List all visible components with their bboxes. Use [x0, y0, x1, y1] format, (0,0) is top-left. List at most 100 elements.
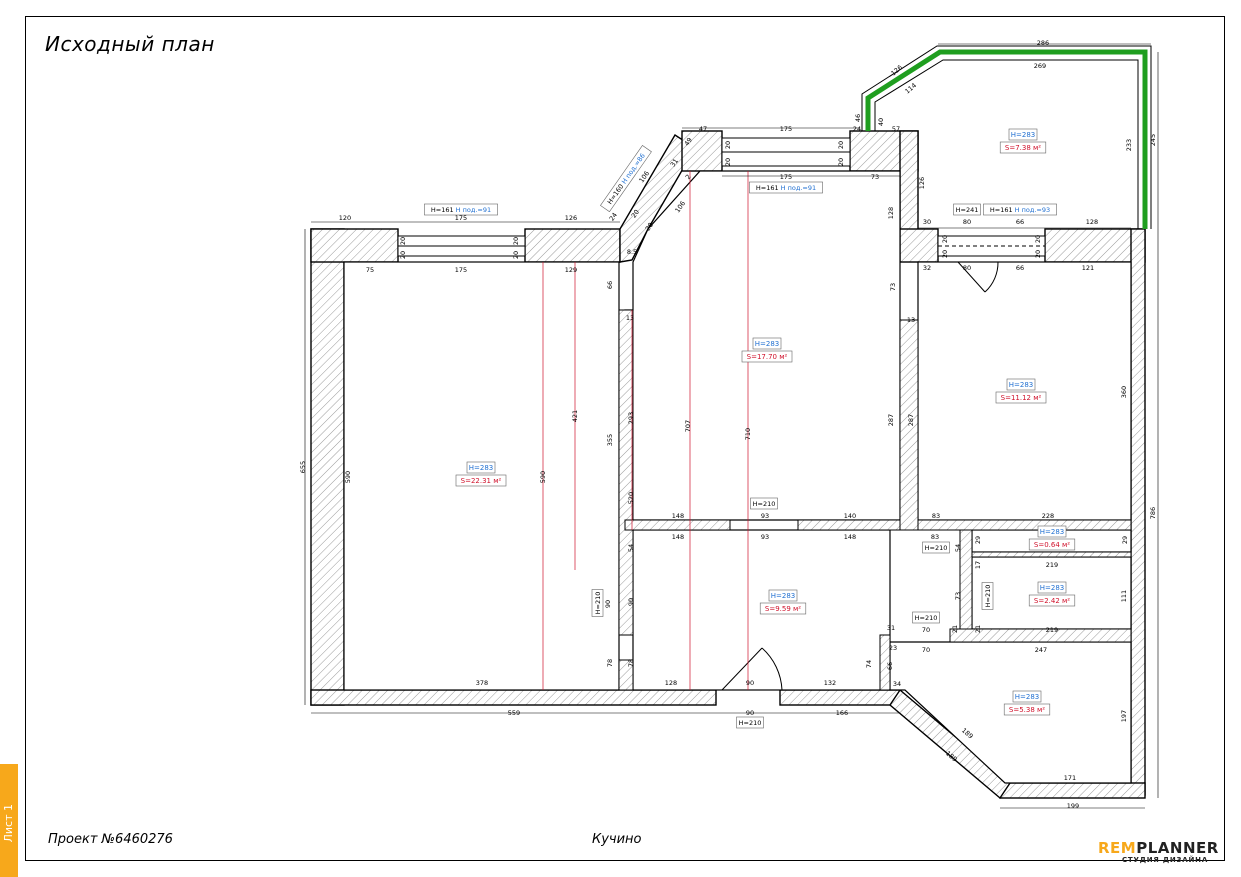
partition-bed-bottom	[917, 519, 1132, 531]
dimension-label: 75	[366, 266, 374, 274]
dimension-label: 140	[844, 512, 856, 520]
wall-right-top-b	[1044, 228, 1146, 263]
dimension-label: 20	[941, 250, 949, 258]
dimension-label: 66	[1016, 218, 1024, 226]
brand-logo: REMPLANNER СТУДИЯ ДИЗАЙНА	[1098, 840, 1219, 864]
wall-right-top-a	[899, 228, 939, 263]
dimension-label: 421	[571, 410, 579, 422]
dimension-label: 31	[669, 157, 680, 168]
dimension-label: 93	[761, 512, 769, 520]
door-bedroom-arc	[984, 261, 999, 293]
room-area-label-box	[995, 391, 1047, 404]
dimension-label: 559	[508, 709, 520, 717]
dimension-label: 175	[455, 266, 467, 274]
opening-label: H=210	[591, 589, 604, 617]
dimension-label: 31	[887, 624, 895, 632]
opening-label-text: H=210	[753, 500, 776, 508]
partitions	[618, 309, 1132, 691]
dimension-label: 40	[877, 118, 885, 126]
dimension-label: 228	[1042, 512, 1054, 520]
wall-right	[1130, 228, 1146, 796]
dimension-label: 148	[672, 512, 684, 520]
dimension-label: 128	[665, 679, 677, 687]
opening-label: H=161 H под.=91	[749, 181, 823, 194]
opening-label-box	[736, 716, 764, 729]
dimension-label: 710	[744, 428, 752, 440]
room-area-label-box	[741, 350, 793, 363]
dimension-label: 128	[887, 207, 895, 219]
room-height-label: H=283	[1015, 693, 1040, 701]
dimension-label: 132	[824, 679, 836, 687]
dimension-label: 360	[1120, 386, 1128, 398]
room-area-label: S=9.59 м²	[765, 605, 801, 613]
dimension-label: 171	[1064, 774, 1076, 782]
dimension-label: 24	[853, 125, 861, 133]
opening-label-box	[983, 203, 1057, 216]
dimension-label: 20	[644, 221, 655, 232]
dimension-lines	[304, 43, 1159, 809]
opening-label: H=210	[736, 716, 764, 729]
dimension-label: 54	[954, 544, 962, 552]
partition-kitchen-hall-a	[624, 519, 731, 531]
dimension-label: 378	[476, 679, 488, 687]
room-area-label-box	[1028, 594, 1076, 607]
logo-rem: REM	[1098, 839, 1137, 857]
dimension-label: 83	[931, 533, 939, 541]
dimension-label: 247	[1035, 646, 1047, 654]
dimension-label: 2	[684, 173, 693, 181]
dimension-label: 29	[974, 536, 982, 544]
dimension-label: 17	[974, 561, 982, 569]
dimension-label: 20	[941, 235, 949, 243]
dimension-label: 121	[1082, 264, 1094, 272]
dimension-label: 111	[1120, 590, 1128, 602]
opening-label: H=210	[750, 497, 778, 510]
location-name: Кучино	[592, 832, 642, 847]
opening-label-box	[591, 589, 604, 617]
dimension-label: 46	[854, 114, 862, 122]
dimension-label: 24	[608, 211, 619, 222]
partition-living-kitchen-low	[618, 659, 634, 691]
dimension-label: 78	[606, 659, 614, 667]
opening-label-box	[749, 181, 823, 194]
logo-subtitle: СТУДИЯ ДИЗАЙНА	[1122, 856, 1209, 864]
dimension-label: 590	[539, 471, 547, 483]
balcony-rail	[865, 49, 1148, 229]
balcony	[861, 45, 1152, 229]
dimension-label: 49	[683, 136, 694, 147]
room-area-label-box	[1028, 538, 1076, 551]
dimension-label: 233	[1125, 139, 1133, 151]
opening-label-text: H=210	[594, 592, 602, 615]
page-title: Исходный план	[45, 32, 215, 56]
room-height-label: H=283	[1040, 584, 1065, 592]
dimension-label: 73	[954, 592, 962, 600]
dimension-label: 219	[1046, 626, 1058, 634]
room-height-label-box	[466, 461, 496, 474]
opening-label: H=241	[953, 203, 981, 216]
dimension-label: 293	[627, 412, 635, 424]
opening-label: H=210	[981, 582, 994, 610]
dimension-label: 80	[963, 218, 971, 226]
drawing-frame	[25, 16, 1225, 861]
room-area-label: S=17.70 м²	[747, 353, 788, 361]
dimension-label: 219	[1046, 561, 1058, 569]
opening-label-box	[981, 582, 994, 610]
room-height-label-box	[1012, 690, 1042, 703]
dimension-label: 148	[844, 533, 856, 541]
opening-label-text: H=210	[739, 719, 762, 727]
opening-label-text: H=241	[956, 206, 979, 214]
red-measure-lines	[542, 171, 749, 690]
opening-label: H=161 H под.=91	[424, 203, 498, 216]
opening-label-box	[424, 203, 498, 216]
opening-label-box	[953, 203, 981, 216]
dimension-label: 120	[339, 214, 351, 222]
wall-bottom-mid	[779, 689, 901, 706]
wall-bottom-right	[999, 782, 1146, 799]
wall-right-column	[899, 130, 919, 232]
room-area-label-box	[455, 474, 507, 487]
dimension-label: 83	[932, 512, 940, 520]
windows	[397, 137, 1046, 257]
room-area-label: S=2.42 м²	[1034, 597, 1070, 605]
dimension-label: 20	[837, 141, 845, 149]
dimension-label: 34	[893, 680, 901, 688]
room-height-label-box	[752, 337, 782, 350]
